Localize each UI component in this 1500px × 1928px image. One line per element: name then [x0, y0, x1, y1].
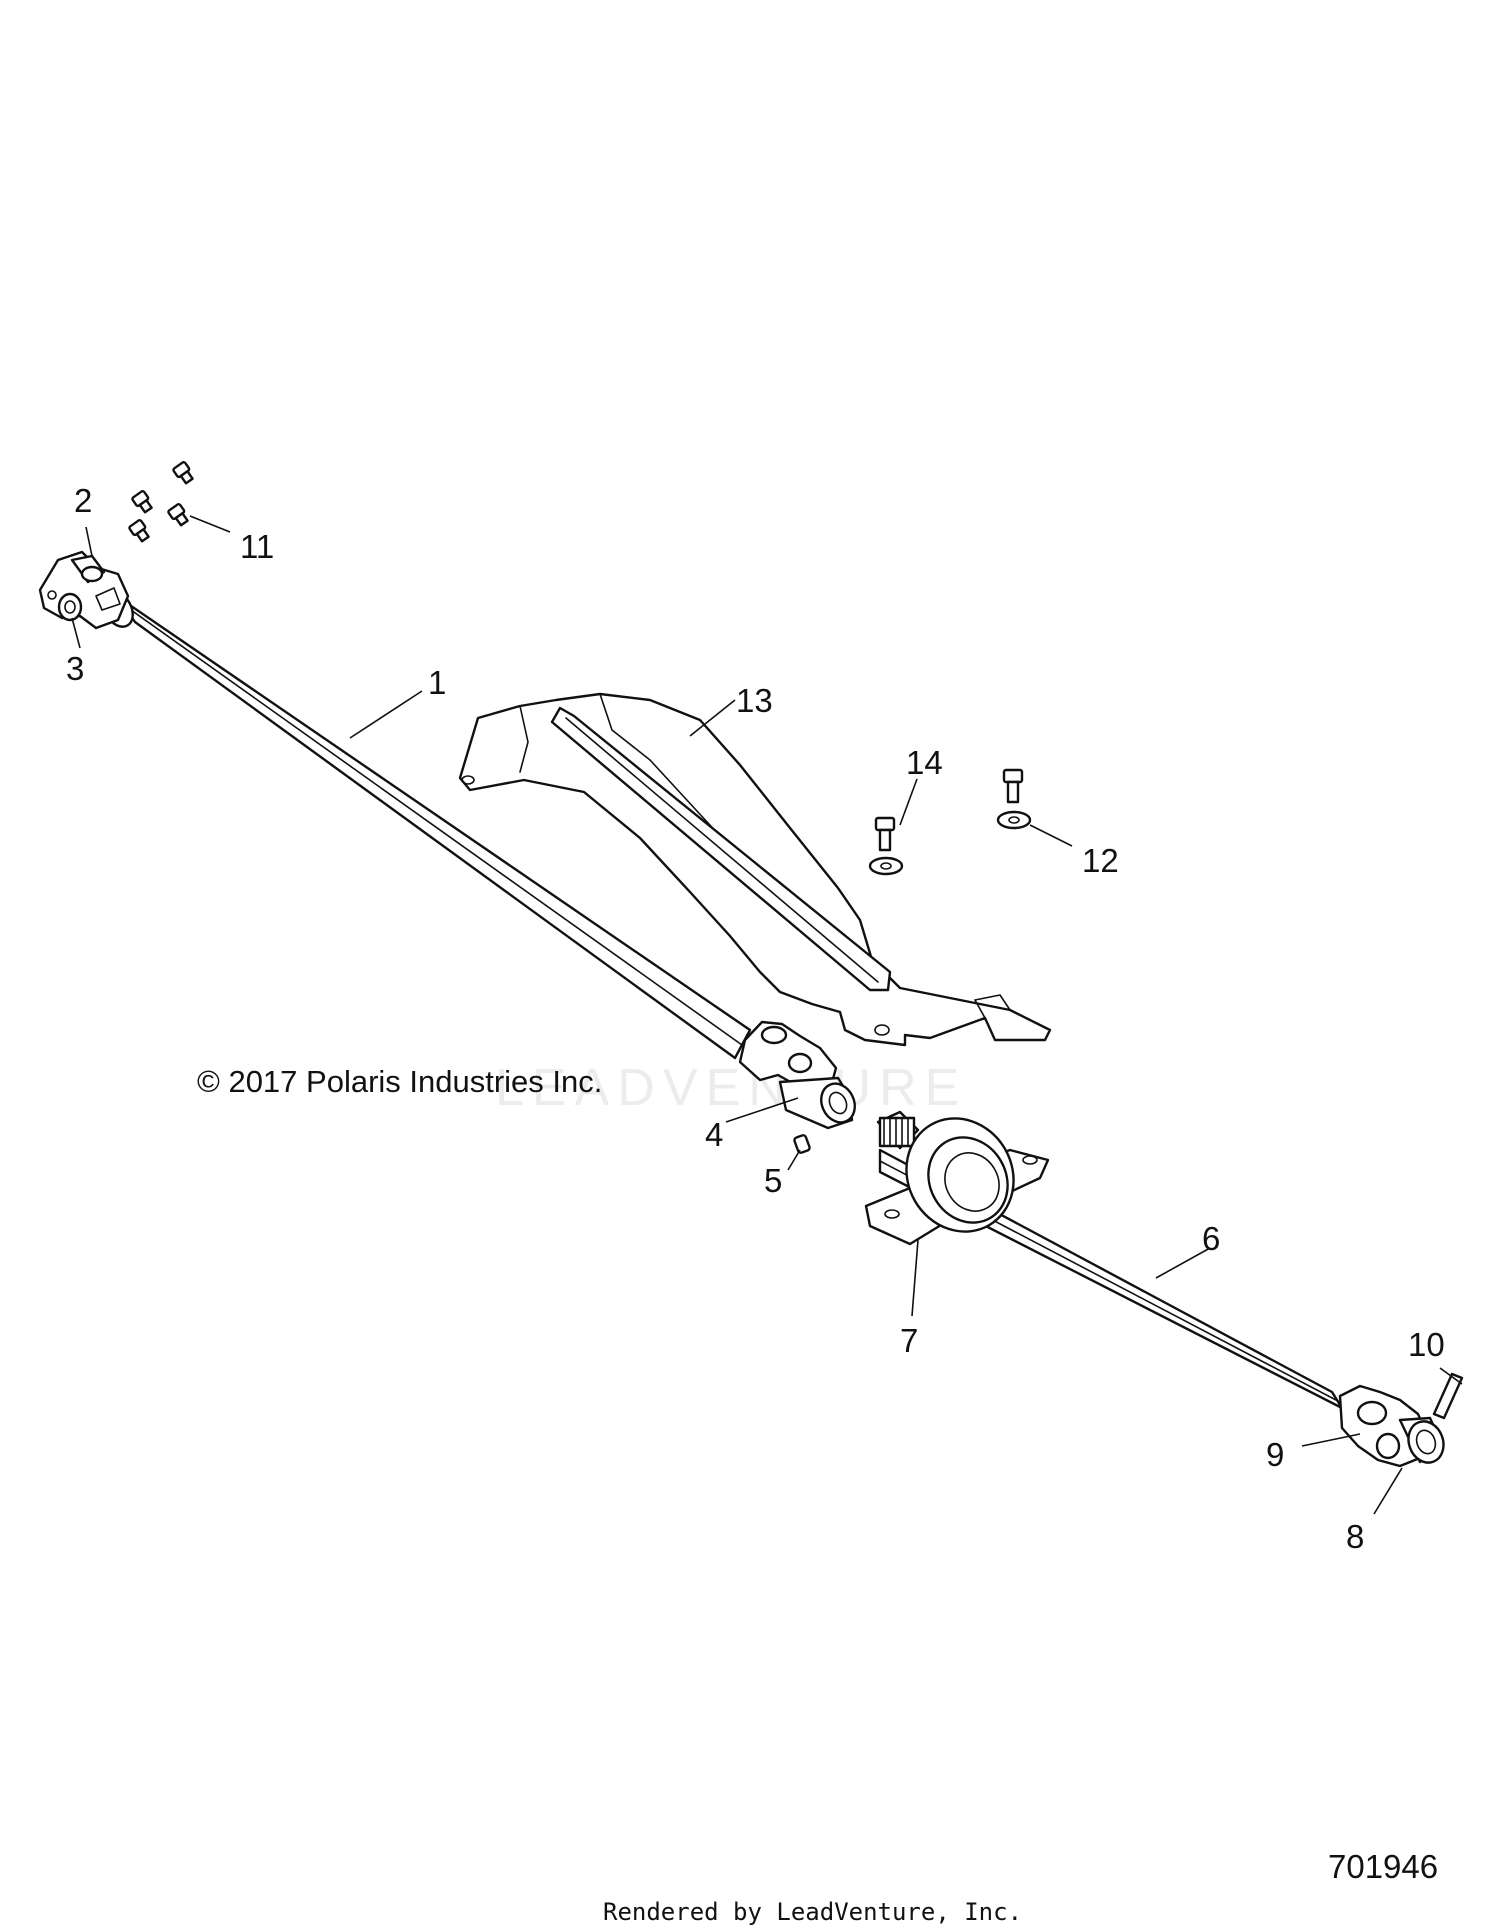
center-yoke-4: [738, 1020, 856, 1130]
roll-pin-10: [1432, 1372, 1464, 1420]
callout-12: 12: [1082, 842, 1119, 879]
carrier-bearing-7: [864, 1117, 1050, 1246]
watermark-text: LEADVENTURE: [495, 1059, 967, 1117]
callout-5: 5: [764, 1162, 782, 1199]
grease-fitting-5: [793, 1134, 811, 1154]
rendered-by-text: Rendered by LeadVenture, Inc.: [603, 1898, 1022, 1926]
callout-2: 2: [74, 482, 92, 519]
callout-6: 6: [1202, 1220, 1220, 1257]
callout-1: 1: [428, 664, 446, 701]
copyright-text: © 2017 Polaris Industries Inc.: [197, 1064, 602, 1099]
front-yoke-assembly: [38, 550, 130, 630]
callout-9: 9: [1266, 1436, 1284, 1473]
bolt-group-11: [128, 461, 194, 543]
callout-8: 8: [1346, 1518, 1364, 1555]
bolt-washer-12: [996, 768, 1032, 830]
callout-10: 10: [1408, 1326, 1445, 1363]
callout-4: 4: [705, 1116, 723, 1153]
callout-11: 11: [240, 528, 274, 565]
callout-13: 13: [736, 682, 773, 719]
callout-labels: 1 2 3 4 5 6 7 8 9 10 11 12 13 14: [66, 482, 1445, 1555]
rear-yoke-assembly: [1338, 1384, 1445, 1468]
diagram-number: 701946: [1328, 1848, 1438, 1885]
callout-7: 7: [900, 1322, 918, 1359]
callout-3: 3: [66, 650, 84, 687]
bolt-washer-14: [868, 816, 904, 876]
leader-lines: [71, 515, 1463, 1515]
shaft-guard-13: [458, 692, 1052, 1047]
callout-14: 14: [906, 744, 943, 781]
